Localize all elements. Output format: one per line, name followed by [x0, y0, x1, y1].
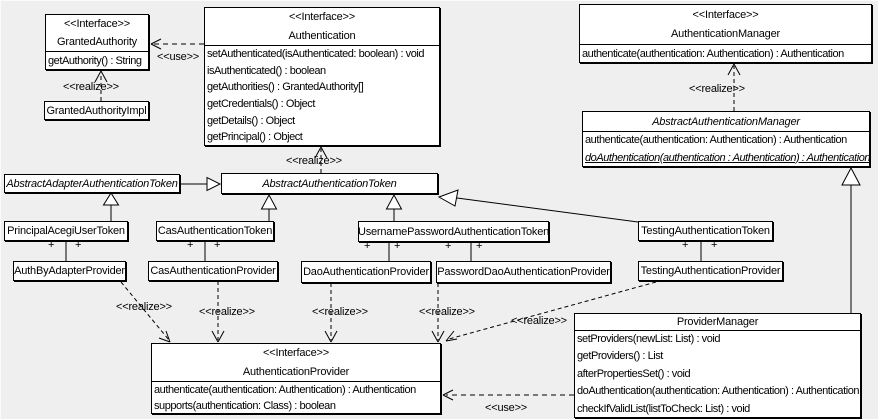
class-name: PrincipalAcegiUserToken	[7, 225, 125, 237]
class-name: TestingAuthenticationToken	[641, 225, 770, 237]
realize-label: <<realize>>	[116, 301, 172, 313]
method-label: getProviders() : List	[577, 350, 663, 363]
realize-edge-grantedauthorityimpl	[94, 70, 108, 101]
realize-label: <<realize>>	[689, 83, 745, 95]
plus-label: +	[75, 239, 82, 251]
method-label: doAuthentication(authentication : Authen…	[585, 151, 871, 164]
realize-edge-passworddaoauthenticationprovider	[431, 283, 445, 343]
class-casauthenticationtoken[interactable]: CasAuthenticationToken	[156, 221, 274, 241]
class-daoauthenticationprovider[interactable]: DaoAuthenticationProvider	[301, 261, 431, 283]
method-label: afterPropertiesSet() : void	[577, 367, 691, 380]
class-name: AuthenticationManager	[671, 28, 780, 41]
class-name: CasAuthenticationProvider	[150, 265, 276, 277]
class-abstractadapterauthenticationtoken[interactable]: AbstractAdapterAuthenticationToken	[4, 174, 180, 193]
plus-label: +	[711, 239, 718, 251]
method-label: supports(authentication: Class) : boolea…	[154, 400, 336, 412]
method-label: authenticate(authentication: Authenticat…	[582, 48, 844, 60]
plus-label: +	[445, 240, 452, 252]
method-label: getDetails() : Object	[207, 114, 295, 127]
class-name: ProviderManager	[676, 316, 759, 328]
class-name: GrantedAuthorityImpl	[46, 104, 147, 117]
stereotype-label: <<Interface>>	[289, 11, 355, 24]
class-name: AbstractAdapterAuthenticationToken	[6, 177, 178, 190]
use-label: <<use>>	[485, 402, 528, 414]
class-testingauthenticationprovider[interactable]: TestingAuthenticationProvider	[638, 261, 783, 281]
class-abstractauthenticationtoken[interactable]: AbstractAuthenticationToken	[221, 173, 438, 194]
plus-label: +	[364, 240, 371, 252]
realize-label: <<realize>>	[286, 155, 342, 167]
class-name: PasswordDaoAuthenticationProvider	[437, 266, 610, 278]
method-label: checkIfValidList(listToCheck: List) : vo…	[577, 402, 750, 415]
realize-edge-abstractauthenticationtoken	[314, 146, 328, 173]
gen-edge-adapter-token	[180, 176, 222, 192]
plus-label: +	[187, 239, 194, 251]
plus-label: +	[476, 240, 483, 252]
method-label: getAuthority() : String	[48, 55, 142, 67]
plus-label: +	[682, 239, 689, 251]
method-label: setProviders(newList: List) : void	[577, 333, 721, 345]
use-label: <<use>>	[157, 51, 200, 63]
class-name: AuthenticationProvider	[242, 365, 350, 378]
realize-label: <<realize>>	[199, 306, 255, 318]
stereotype-label: <<Interface>>	[64, 18, 130, 30]
method-label: authenticate(authentication: Authenticat…	[585, 134, 847, 146]
stereotype-label: <<Interface>>	[692, 8, 759, 21]
method-label: isAuthenticated() : boolean	[207, 64, 326, 77]
method-label: setAuthenticated(isAuthenticated: boolea…	[207, 48, 425, 60]
stereotype-label: <<Interface>>	[263, 347, 329, 360]
class-name: GrantedAuthority	[57, 36, 137, 48]
realize-label: <<realize>>	[312, 306, 368, 318]
method-label: doAuthentication(authentication: Authent…	[577, 385, 860, 398]
realize-edge-daoauthenticationprovider	[324, 283, 338, 343]
class-passworddaoauthenticationprovider[interactable]: PasswordDaoAuthenticationProvider	[436, 261, 611, 283]
class-name: UsernamePasswordAuthenticationToken	[357, 225, 550, 238]
class-name: Authentication	[288, 29, 356, 42]
method-label: getCredentials() : Object	[207, 97, 315, 110]
method-label: authenticate(authentication: Authenticat…	[154, 384, 416, 396]
method-label: getAuthorities() : GrantedAuthority[]	[207, 81, 364, 94]
gen-edge-providermanager	[841, 166, 861, 313]
gen-edge-principalacegiusertoken	[102, 192, 120, 221]
class-providermanager[interactable]: ProviderManager setProviders(newList: Lis…	[574, 313, 861, 418]
class-name: AbstractAuthenticationToken	[262, 177, 397, 190]
class-testingauthenticationtoken[interactable]: TestingAuthenticationToken	[638, 221, 773, 241]
class-usernamepasswordauthenticationtoken[interactable]: UsernamePasswordAuthenticationToken	[358, 221, 549, 242]
plus-label: +	[394, 240, 401, 252]
use-edge-providermanager-authenticationprovider	[442, 389, 574, 401]
class-name: CasAuthenticationToken	[157, 225, 273, 237]
class-name: TestingAuthenticationProvider	[640, 265, 781, 277]
use-edge-authentication-grantedauthority	[150, 38, 204, 50]
class-abstractauthenticationmanager[interactable]: AbstractAuthenticationManager authenticat…	[582, 111, 870, 167]
realize-edge-abstractauthenticationmanager	[727, 63, 741, 111]
class-grantedauthority[interactable]: <<Interface>> GrantedAuthority getAuthorit…	[45, 14, 149, 70]
method-label: getPrincipal() : Object	[207, 131, 303, 144]
realize-label: <<realize>>	[511, 315, 567, 327]
class-authentication[interactable]: <<Interface>> Authentication setAuthentica…	[204, 7, 440, 146]
class-name: AuthByAdapterProvider	[14, 265, 125, 277]
class-authenticationprovider[interactable]: <<Interface>> AuthenticationProvider authe…	[151, 343, 441, 414]
realize-edge-testingauthenticationprovider	[445, 281, 657, 342]
realize-edge-casauthenticationprovider	[211, 281, 225, 343]
class-authenticationmanager[interactable]: <<Interface>> AuthenticationManager authen…	[579, 4, 872, 63]
gen-edge-casauthenticationtoken	[260, 193, 278, 221]
plus-label: +	[214, 239, 221, 251]
gen-edge-testingauthenticationtoken	[437, 189, 639, 223]
class-name: AbstractAuthenticationManager	[652, 115, 800, 128]
class-authbyadapterprovider[interactable]: AuthByAdapterProvider	[13, 261, 126, 281]
gen-edge-usernamepasswordtoken	[385, 193, 403, 221]
plus-label: +	[48, 239, 55, 251]
class-grantedauthorityimpl[interactable]: GrantedAuthorityImpl	[44, 101, 149, 120]
realize-label: <<realize>>	[419, 306, 475, 318]
realize-edge-authbyadapterprovider	[120, 281, 171, 343]
class-name: DaoAuthenticationProvider	[303, 266, 429, 278]
class-principalacegiusertoken[interactable]: PrincipalAcegiUserToken	[4, 221, 128, 241]
realize-label: <<realize>>	[63, 81, 119, 93]
class-casauthenticationprovider[interactable]: CasAuthenticationProvider	[148, 261, 278, 281]
